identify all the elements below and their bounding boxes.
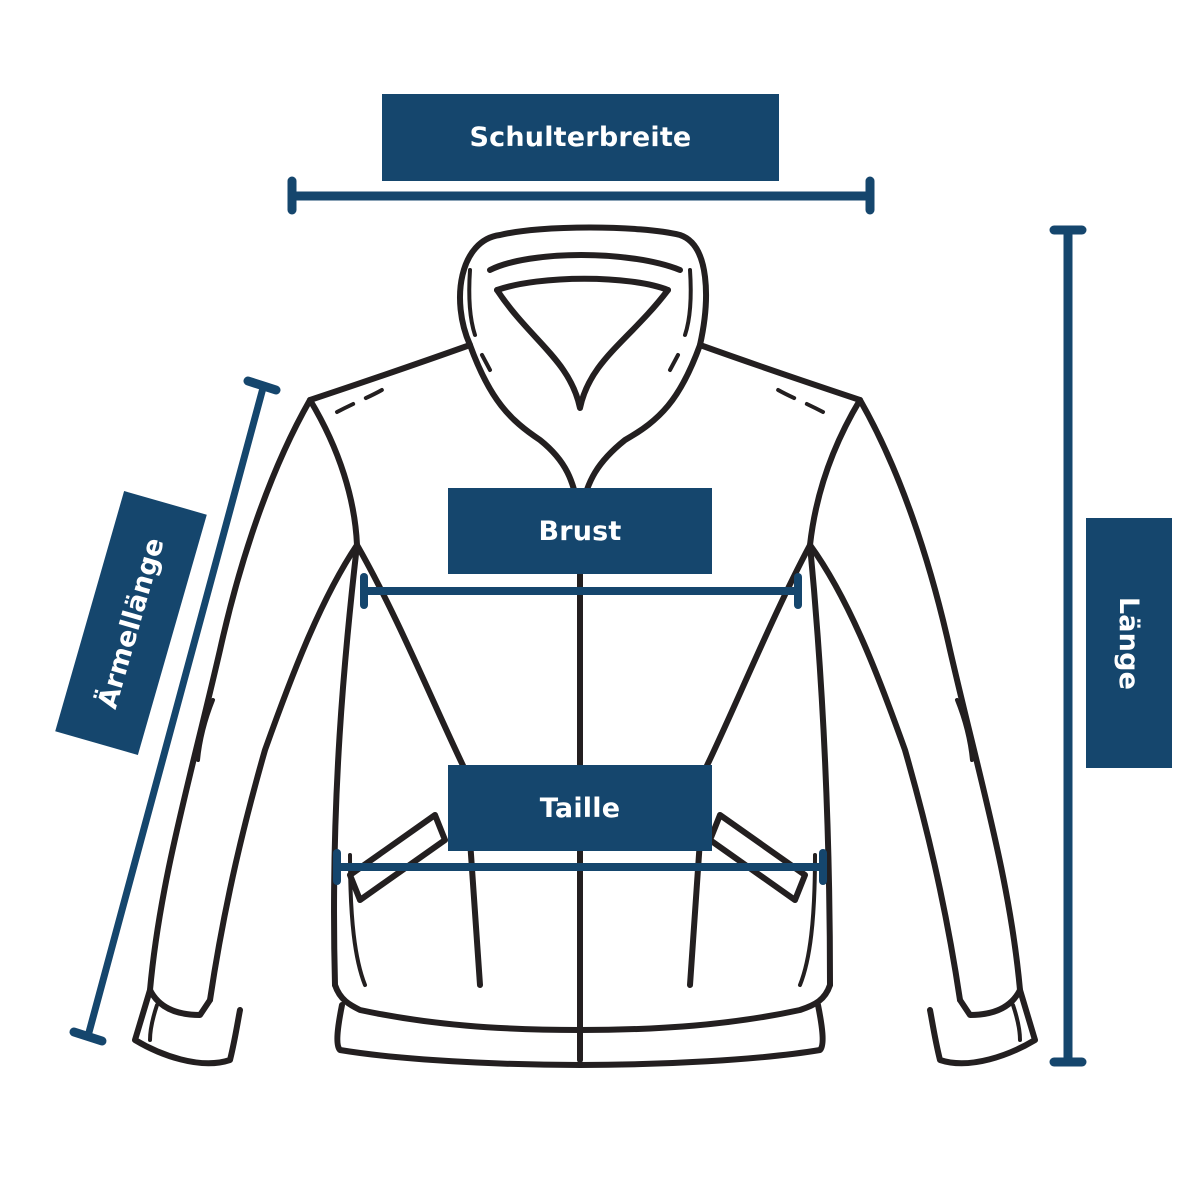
collar-outline xyxy=(457,224,709,348)
chest-label: Brust xyxy=(448,488,712,574)
shoulder-width-label: Schulterbreite xyxy=(382,94,779,181)
length-label: Länge xyxy=(1086,518,1172,768)
waist-label: Taille xyxy=(448,765,712,851)
